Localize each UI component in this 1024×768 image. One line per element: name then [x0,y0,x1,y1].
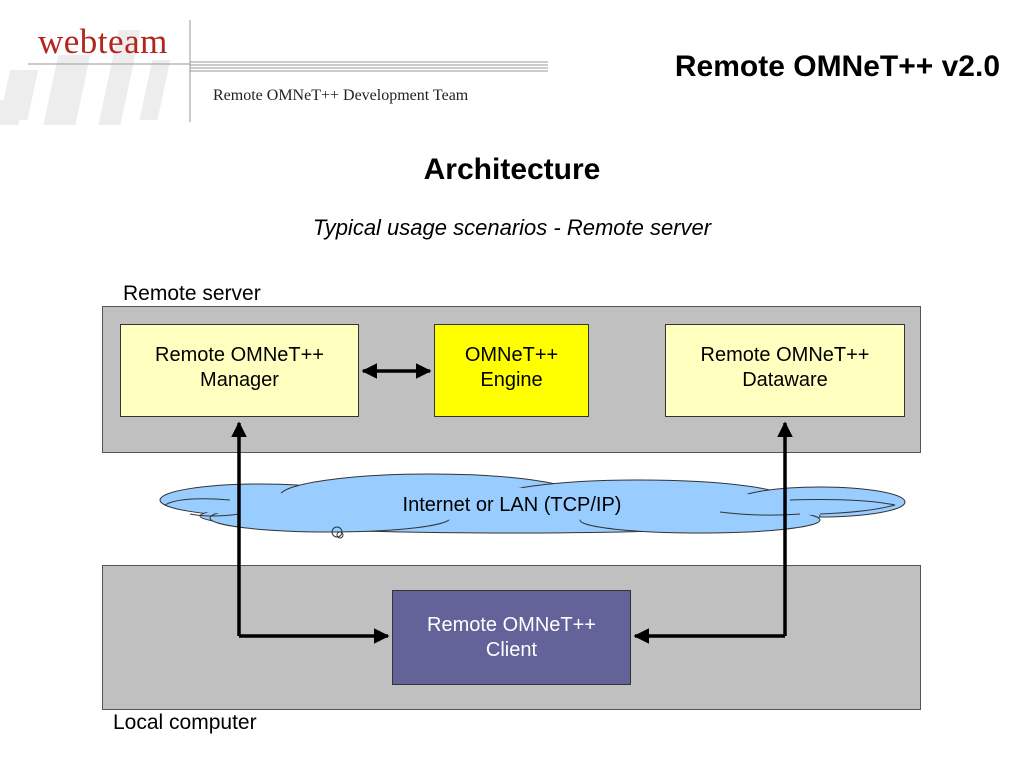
manager-line2: Manager [200,369,279,391]
manager-component: Remote OMNeT++ Manager [120,324,359,417]
logo-subtitle: Remote OMNeT++ Development Team [213,87,469,104]
slide-header-title: Remote OMNeT++ v2.0 [674,50,1000,83]
dataware-line1: Remote OMNeT++ [700,344,870,366]
logo-wordmark: webteam [38,22,168,61]
network-label: Internet or LAN (TCP/IP) [402,494,622,516]
client-component: Remote OMNeT++ Client [392,590,631,685]
engine-component: OMNeT++ Engine [434,324,589,417]
page-subtitle: Typical usage scenarios - Remote server [312,215,712,240]
client-line1: Remote OMNeT++ [427,614,596,636]
remote-server-label: Remote server [123,282,261,305]
page-title: Architecture [423,153,601,186]
dataware-line2: Dataware [742,369,828,391]
engine-line1: OMNeT++ [464,344,559,366]
dataware-component: Remote OMNeT++ Dataware [665,324,905,417]
client-line2: Client [485,639,538,661]
local-computer-label: Local computer [113,711,257,734]
engine-line2: Engine [480,369,543,391]
logo-graphic [0,20,548,125]
manager-line1: Remote OMNeT++ [155,344,324,366]
